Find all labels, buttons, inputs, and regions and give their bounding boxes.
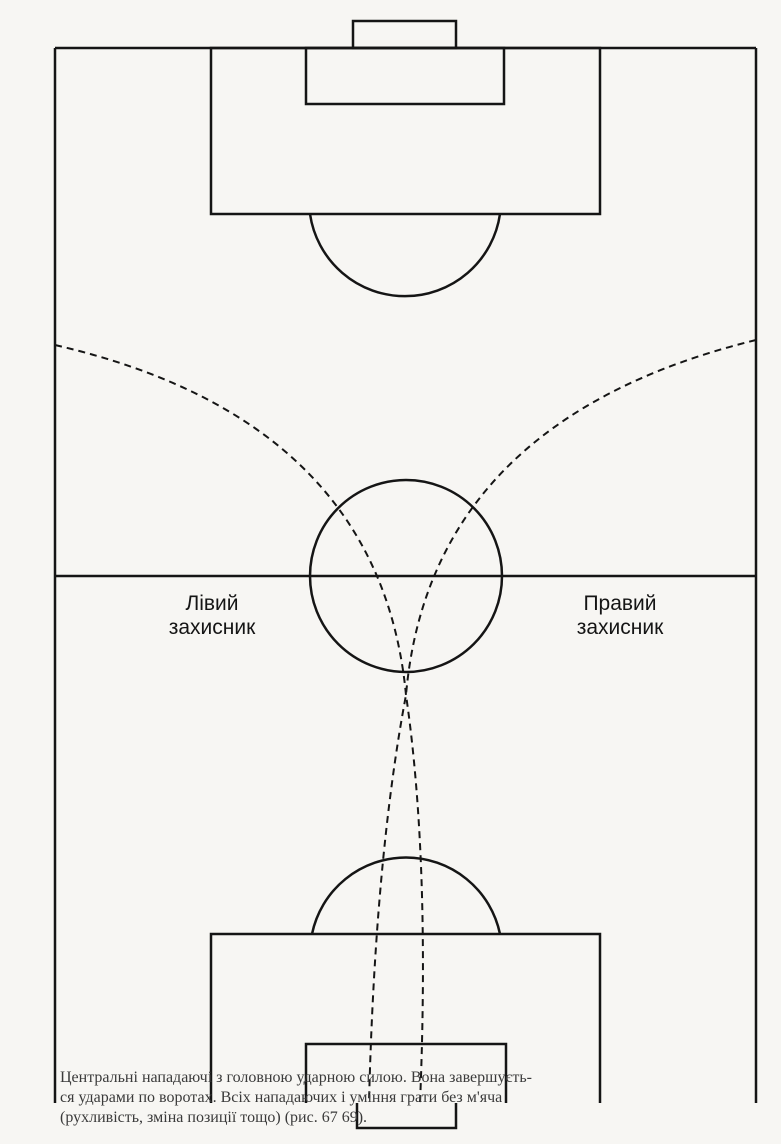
top-goal [351, 19, 458, 50]
left-defender-label-line2: захисник [168, 616, 256, 639]
centre-circle [308, 478, 504, 674]
caption-line-3: (рухливість, зміна позиції тощо) (рис. 6… [60, 1109, 368, 1126]
left-defender-label: Лівий захисник [162, 592, 262, 640]
right-defender-label-line1: Правий [583, 592, 657, 615]
right-defender-label: Правий захисник [565, 592, 675, 640]
bottom-goal-area [304, 1042, 508, 1103]
caption-line-2: ся ударами по воротах. Всіх нападаючих і… [60, 1089, 503, 1106]
top-penalty-area [209, 46, 602, 216]
right-defender-path [368, 339, 757, 1104]
right-defender-label-line2: захисник [576, 616, 664, 639]
caption-line-1: Центральні нападаючі з головною ударною … [60, 1069, 532, 1086]
top-penalty-arc [308, 213, 502, 298]
page-text-bleed: Центральні нападаючі з головною ударною … [60, 1068, 775, 1128]
bottom-goal [355, 1103, 458, 1130]
top-goal-area [304, 46, 506, 106]
bottom-penalty-arc [310, 856, 502, 935]
bottom-penalty-area [209, 932, 602, 1103]
left-defender-label-line1: Лівий [185, 592, 239, 615]
left-defender-path [54, 344, 424, 1104]
